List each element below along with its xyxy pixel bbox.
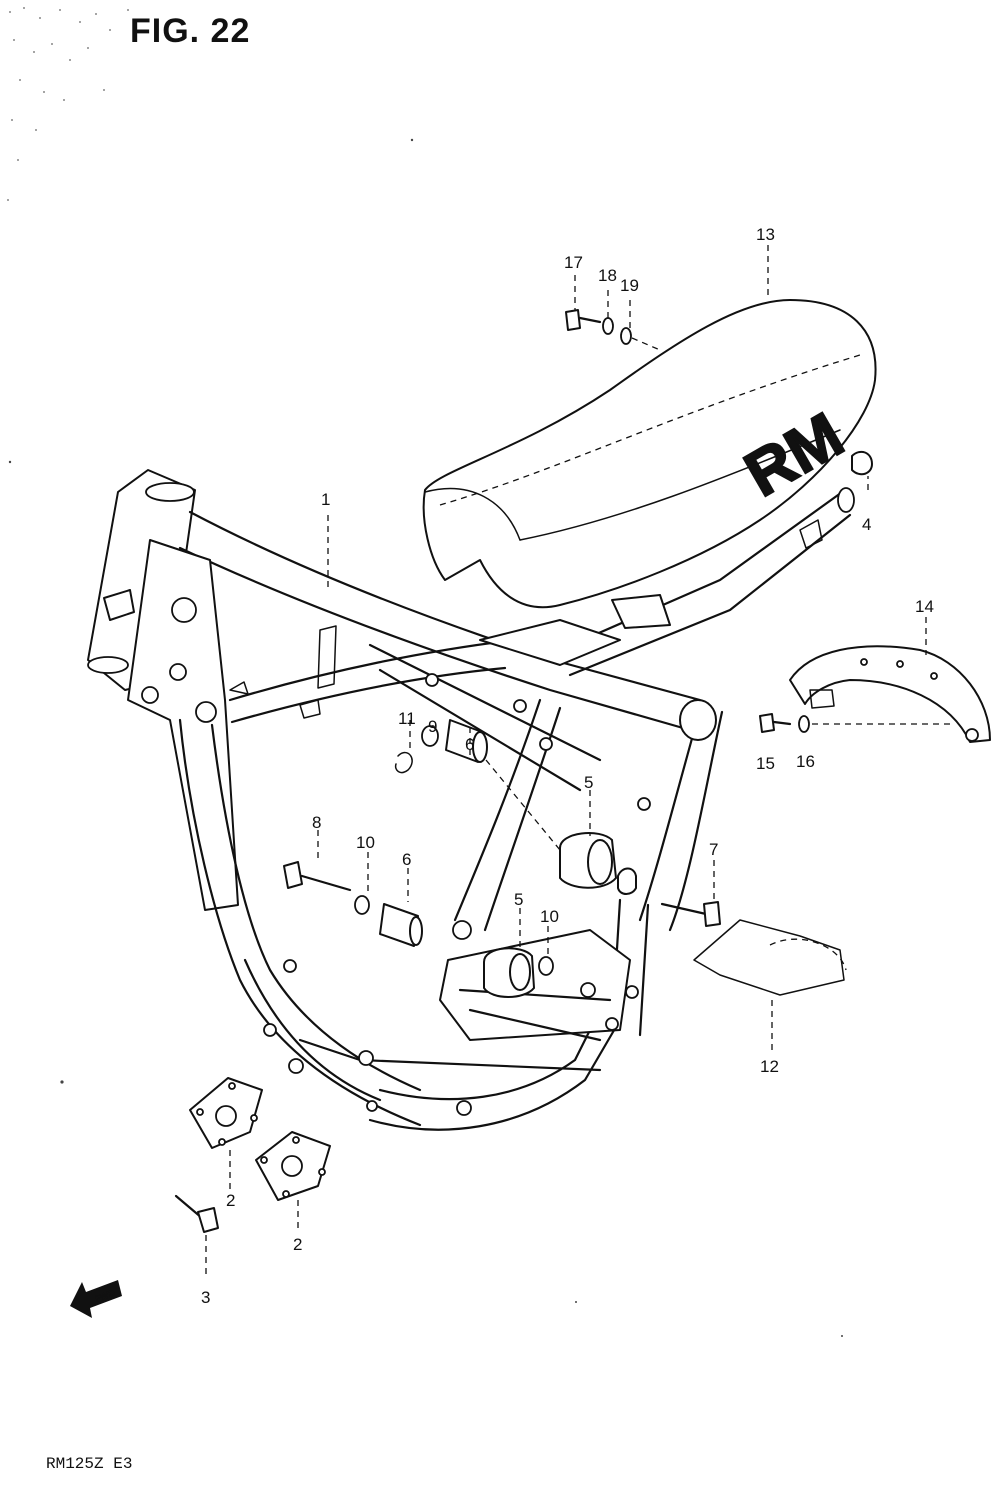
callout-10: 10 [356, 833, 375, 852]
leader-lines [205, 245, 927, 1278]
shock-mount [479, 619, 621, 666]
seat-stay-inner [668, 710, 724, 932]
seat-cushion [422, 299, 877, 609]
spacer [617, 867, 637, 895]
seat: RM [422, 299, 877, 609]
mount-bolt-3 [174, 1194, 219, 1233]
seat-bolt-17 [565, 309, 602, 331]
pivot-plate [439, 929, 631, 1041]
washer-10-left [354, 895, 370, 915]
rear-bracket [611, 594, 671, 629]
callout-19: 19 [620, 276, 639, 295]
center-tube-outer [453, 698, 542, 922]
cushion-5-upper [559, 832, 617, 889]
callout-18: 18 [598, 266, 617, 285]
callout-2: 2 [293, 1235, 302, 1254]
figure-title: FIG. 22 [130, 12, 250, 50]
cross-tube-lower [230, 666, 507, 724]
callout-12: 12 [760, 1057, 779, 1076]
callout-14: 14 [915, 597, 934, 616]
callout-1: 1 [321, 490, 330, 509]
callouts: 1 2 2 3 4 5 5 6 6 7 8 9 10 10 11 12 13 1… [201, 225, 934, 1307]
callout-6: 6 [465, 735, 474, 754]
callout-5: 5 [584, 773, 593, 792]
seat-collar-18 [602, 317, 614, 335]
down-tube-gusset [127, 539, 239, 911]
washer-9 [421, 725, 439, 747]
cushion-5-lower [483, 947, 535, 998]
model-code: RM125Z E3 [46, 1455, 132, 1473]
bracket-bolt-15 [759, 713, 775, 733]
callout-6: 6 [402, 850, 411, 869]
x-brace-2 [378, 668, 582, 792]
callout-15: 15 [756, 754, 775, 773]
bolt-7 [660, 901, 721, 927]
collar-6-upper [445, 719, 488, 763]
callout-4: 4 [862, 515, 871, 534]
callout-8: 8 [312, 813, 321, 832]
callout-13: 13 [756, 225, 775, 244]
stay-boss [679, 699, 717, 741]
washer-10-right [538, 956, 554, 976]
frame [87, 469, 855, 1131]
front-down-tube-outer [178, 718, 422, 1127]
callout-3: 3 [201, 1288, 210, 1307]
callout-5: 5 [514, 890, 523, 909]
forward-arrow-icon: FWD [70, 1280, 122, 1318]
callout-9: 9 [428, 717, 437, 736]
callout-16: 16 [796, 752, 815, 771]
bracket-washer-16 [798, 715, 810, 733]
bolt-8 [283, 861, 352, 892]
collar-6-lower [379, 903, 423, 947]
callout-2: 2 [226, 1191, 235, 1210]
mount-plate-2b [255, 1131, 331, 1201]
top-tube-lower [178, 546, 692, 732]
seat-cushion-4 [851, 450, 873, 476]
mount-plate-2a [189, 1077, 263, 1149]
callout-17: 17 [564, 253, 583, 272]
callout-10: 10 [540, 907, 559, 926]
seat-washer-19 [620, 327, 632, 345]
head-bracket [103, 589, 135, 621]
guard-12 [693, 919, 847, 996]
steering-head-top [145, 482, 195, 502]
x-brace-1 [368, 643, 602, 762]
seat-stay-outer [638, 708, 702, 922]
rear-bracket-14 [789, 645, 991, 743]
clip-11 [394, 751, 413, 774]
seat-rail-upper [558, 488, 847, 652]
scan-noise [7, 7, 129, 201]
callout-7: 7 [709, 840, 718, 859]
cradle-bottom-outer [368, 1018, 622, 1131]
steering-head-bottom [87, 656, 129, 674]
callout-11: 11 [398, 709, 416, 728]
